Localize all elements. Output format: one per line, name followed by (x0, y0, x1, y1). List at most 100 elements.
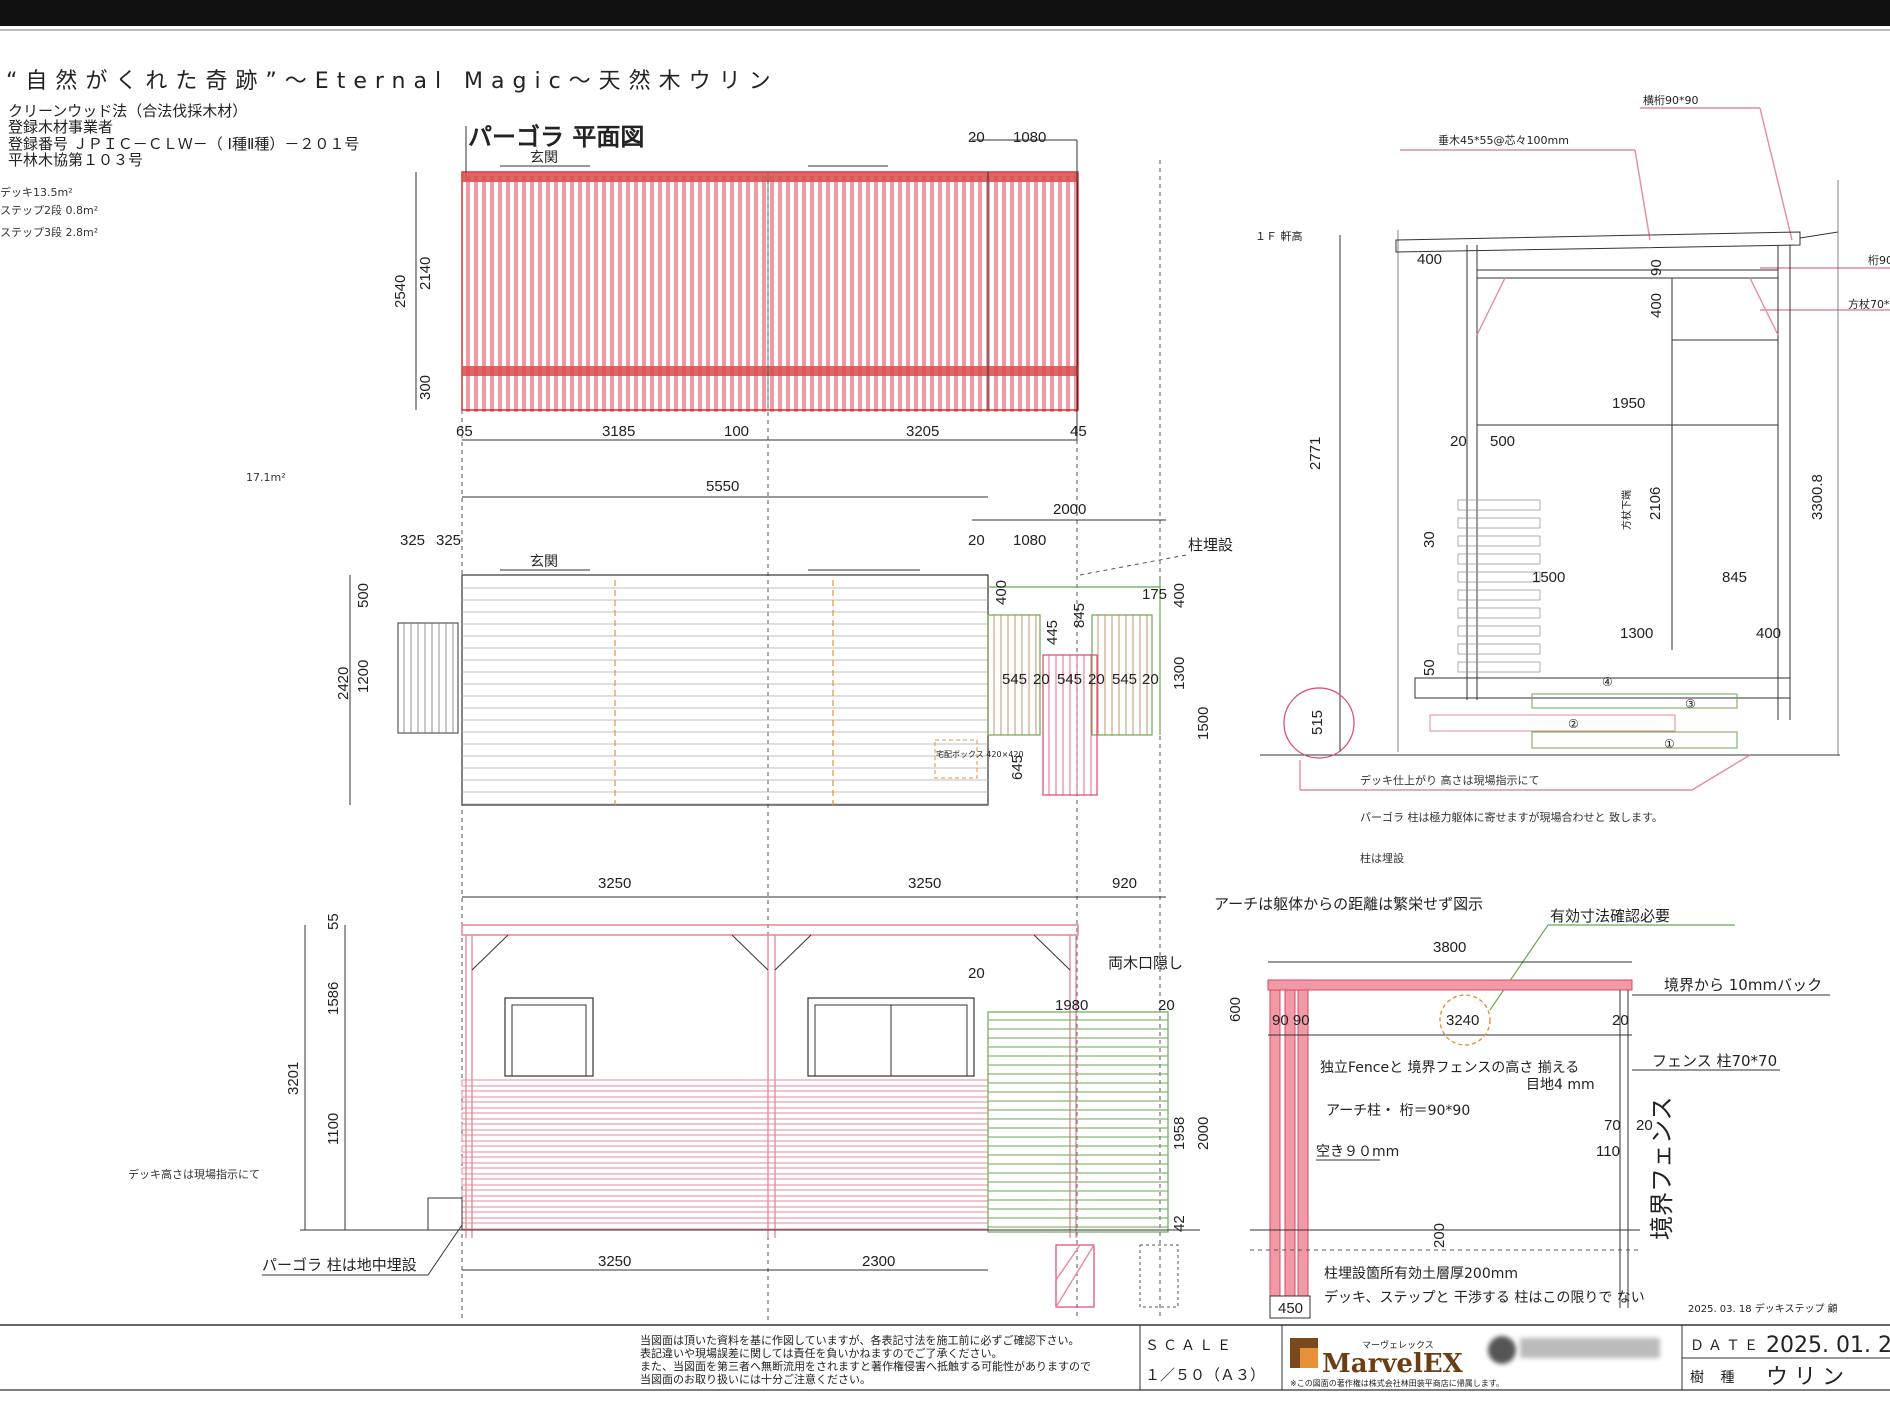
rafter (674, 176, 678, 412)
dim-text: 2540 (392, 275, 409, 308)
dim-text: 20 (1636, 1117, 1653, 1134)
rafter (714, 176, 718, 412)
rafter (610, 176, 614, 412)
dim-text: 600 (1227, 997, 1244, 1022)
rafter (626, 176, 630, 412)
area-deck: デッキ13.5m² (0, 185, 73, 199)
elevation-board (461, 1123, 989, 1131)
dim-text: 445 (1044, 620, 1061, 645)
dim-text: 2000 (1195, 1117, 1212, 1150)
rafter (514, 176, 518, 412)
rafter (650, 176, 654, 412)
fence-note-soil: 柱埋設箇所有効土層厚200mm (1324, 1265, 1518, 1282)
elevation-board (461, 1178, 989, 1186)
rafter (1018, 176, 1022, 412)
dim-text: 3201 (285, 1062, 302, 1095)
company-seal (1488, 1336, 1516, 1364)
dim-text: 3250 (908, 875, 941, 892)
rafter (802, 176, 806, 412)
dim-text: 1500 (1195, 707, 1212, 740)
dim-text: 400 (1756, 625, 1781, 642)
rafter (1002, 176, 1006, 412)
dim-text: 3205 (906, 423, 939, 440)
elevation-board (461, 1079, 989, 1087)
rafter (530, 176, 534, 412)
deck-outline (461, 574, 989, 806)
step-3: ③ (1685, 697, 1696, 711)
rafter (522, 176, 526, 412)
header: “自然がくれた奇跡”～Eternal Magic～天然木ウリン クリーンウッド法… (0, 69, 771, 484)
step-right-green (987, 614, 1041, 736)
rafter (978, 176, 982, 412)
dim-text: 20 (968, 129, 985, 146)
rafter (874, 176, 878, 412)
dim-text: 55 (325, 913, 342, 930)
rafter (466, 176, 470, 412)
label-nokidaka: １Ｆ 軒高 (1255, 229, 1303, 243)
dim-text: 20 (1450, 433, 1467, 450)
rafter (554, 176, 558, 412)
disclaimer-line4: 当図面のお取り扱いには十分ご注意ください。 (640, 1372, 871, 1386)
area-step2: ステップ2段 0.8m² (0, 203, 98, 217)
rafter (922, 176, 926, 412)
rafter (1042, 176, 1046, 412)
rafter (850, 176, 854, 412)
wood-value: ウリン (1766, 1365, 1850, 1390)
rafter (474, 176, 478, 412)
rafter (994, 176, 998, 412)
rafter (954, 176, 958, 412)
pergola-rafters (466, 176, 1078, 412)
header-line1: クリーンウッド法（合法伐採木材） (8, 102, 247, 120)
fence-detail: アーチは躯体からの距離は繁栄せず図示 有効寸法確認必要 3800 3240 60… (1214, 895, 1838, 1319)
fence-note-limit: デッキ、ステップと 干渉する 柱はこの限りで ない (1324, 1289, 1645, 1306)
dim-text: 1300 (1620, 625, 1653, 642)
dim-text: 450 (1278, 1300, 1303, 1317)
disclaimer-line1: 当図面は頂いた資料を基に作図していますが、各表記寸法を施工前に必ずご確認下さい。 (640, 1333, 1079, 1347)
rafter (1050, 176, 1054, 412)
section-note2: パーゴラ 柱は極力躯体に寄せますが現場合わせと 致します。 (1360, 810, 1663, 824)
dim-text: 1080 (1013, 129, 1046, 146)
rafter (810, 176, 814, 412)
dim-text: 400 (1417, 251, 1442, 268)
label-kakuzai: 方杖70* (1848, 297, 1890, 311)
dim-text: 200 (1431, 1223, 1448, 1248)
elevation-deck-boards (461, 1079, 989, 1230)
rafter (866, 176, 870, 412)
dim-text: 325 (436, 532, 461, 549)
window-left (504, 997, 594, 1077)
rafter (778, 176, 782, 412)
label-taruki: 垂木45*55@芯々100mm (1438, 133, 1569, 147)
fence-note-arch: アーチは躯体からの距離は繁栄せず図示 (1214, 895, 1483, 913)
dim-text: 1950 (1612, 395, 1645, 412)
rafter (858, 176, 862, 412)
deck-entrance: 玄関 (530, 553, 558, 570)
dim-text: 1500 (1532, 569, 1565, 586)
rafter (818, 176, 822, 412)
rafter (506, 176, 510, 412)
dim-text: 2106 (1647, 487, 1664, 520)
rafter (562, 176, 566, 412)
elevation-board (461, 1156, 989, 1164)
rafter (602, 176, 606, 412)
rafter (890, 176, 894, 412)
dim-text: 100 (724, 423, 749, 440)
fence-panel (987, 1011, 1169, 1233)
rafter (1026, 176, 1030, 412)
rafter (930, 176, 934, 412)
scale-value: １／５０（Ａ３） (1145, 1366, 1265, 1384)
kuchi-note: 両木口隠し (1108, 954, 1183, 972)
rafter (706, 176, 710, 412)
dim-text: 500 (355, 583, 372, 608)
dim-text: 90 90 (1272, 1012, 1310, 1029)
header-line3: 登録番号 ＪＰＩＣ－ＣＬＷ－（ Ⅰ種Ⅱ種）－２０１号 (8, 135, 359, 153)
header-line2: 登録木材事業者 (8, 118, 113, 136)
rafter (770, 176, 774, 412)
rafter (658, 176, 662, 412)
step-2: ② (1568, 717, 1579, 731)
dim-text: 845 (1722, 569, 1747, 586)
revision-stamp: 2025. 03. 18 デッキステップ 顧 (1688, 1302, 1838, 1315)
rafter (586, 176, 590, 412)
title-block: 当図面は頂いた資料を基に作図していますが、各表記寸法を施工前に必ずご確認下さい。… (0, 1324, 1890, 1391)
label-yokoketa: 横桁90*90 (1643, 93, 1699, 107)
rafter (762, 176, 766, 412)
